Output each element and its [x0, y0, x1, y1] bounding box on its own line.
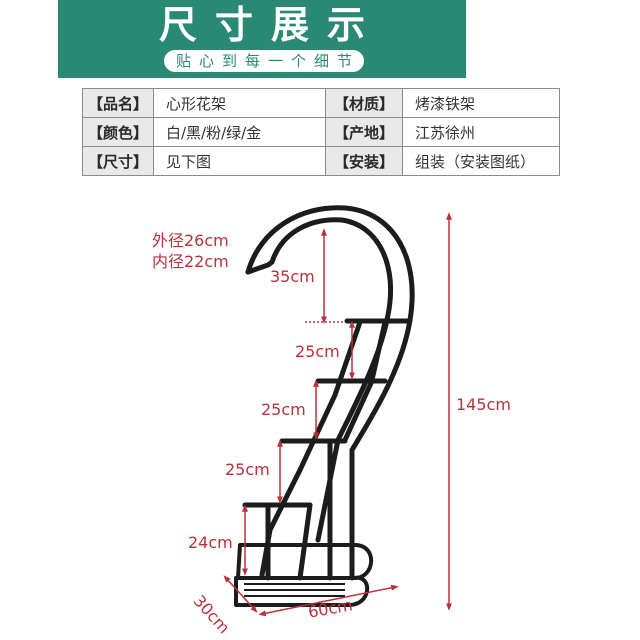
value-size: 见下图: [153, 146, 326, 176]
arch-height-label: 35cm: [270, 267, 315, 286]
tier2-height-label: 25cm: [261, 400, 306, 419]
dimension-lines: [223, 212, 452, 617]
spec-table: 【品名】 心形花架 【材质】 烤漆铁架 【颜色】 白/黑/粉/绿/金 【产地】 …: [82, 88, 560, 176]
label-install: 【安装】: [325, 146, 403, 176]
label-material: 【材质】: [325, 88, 403, 118]
page-title: 尺寸展示: [158, 3, 383, 47]
total-height-label: 145cm: [456, 395, 511, 414]
value-color: 白/黑/粉/绿/金: [153, 117, 326, 147]
subtitle-pill: 贴心到每一个细节: [164, 50, 364, 72]
table-row: 【尺寸】 见下图 【安装】 组装（安装图纸）: [82, 146, 560, 176]
table-row: 【颜色】 白/黑/粉/绿/金 【产地】 江苏徐州: [82, 117, 560, 147]
outer-diameter-label: 外径26cm: [152, 231, 229, 250]
tier3-height-label: 25cm: [225, 460, 270, 479]
base-height-label: 24cm: [188, 533, 233, 552]
base-slats: [244, 583, 345, 597]
label-origin: 【产地】: [325, 117, 403, 147]
stand-frame: [234, 205, 415, 607]
value-origin: 江苏徐州: [402, 117, 560, 147]
plant-stand-diagram: [223, 205, 452, 617]
header-banner: 尺寸展示 贴心到每一个细节: [58, 0, 466, 78]
label-size: 【尺寸】: [82, 146, 154, 176]
value-material: 烤漆铁架: [402, 88, 560, 118]
value-install: 组装（安装图纸）: [402, 146, 560, 176]
inner-diameter-label: 内径22cm: [152, 252, 229, 271]
table-row: 【品名】 心形花架 【材质】 烤漆铁架: [82, 88, 560, 118]
value-name: 心形花架: [153, 88, 326, 118]
label-name: 【品名】: [82, 88, 154, 118]
tier1-height-label: 25cm: [295, 342, 340, 361]
label-color: 【颜色】: [82, 117, 154, 147]
